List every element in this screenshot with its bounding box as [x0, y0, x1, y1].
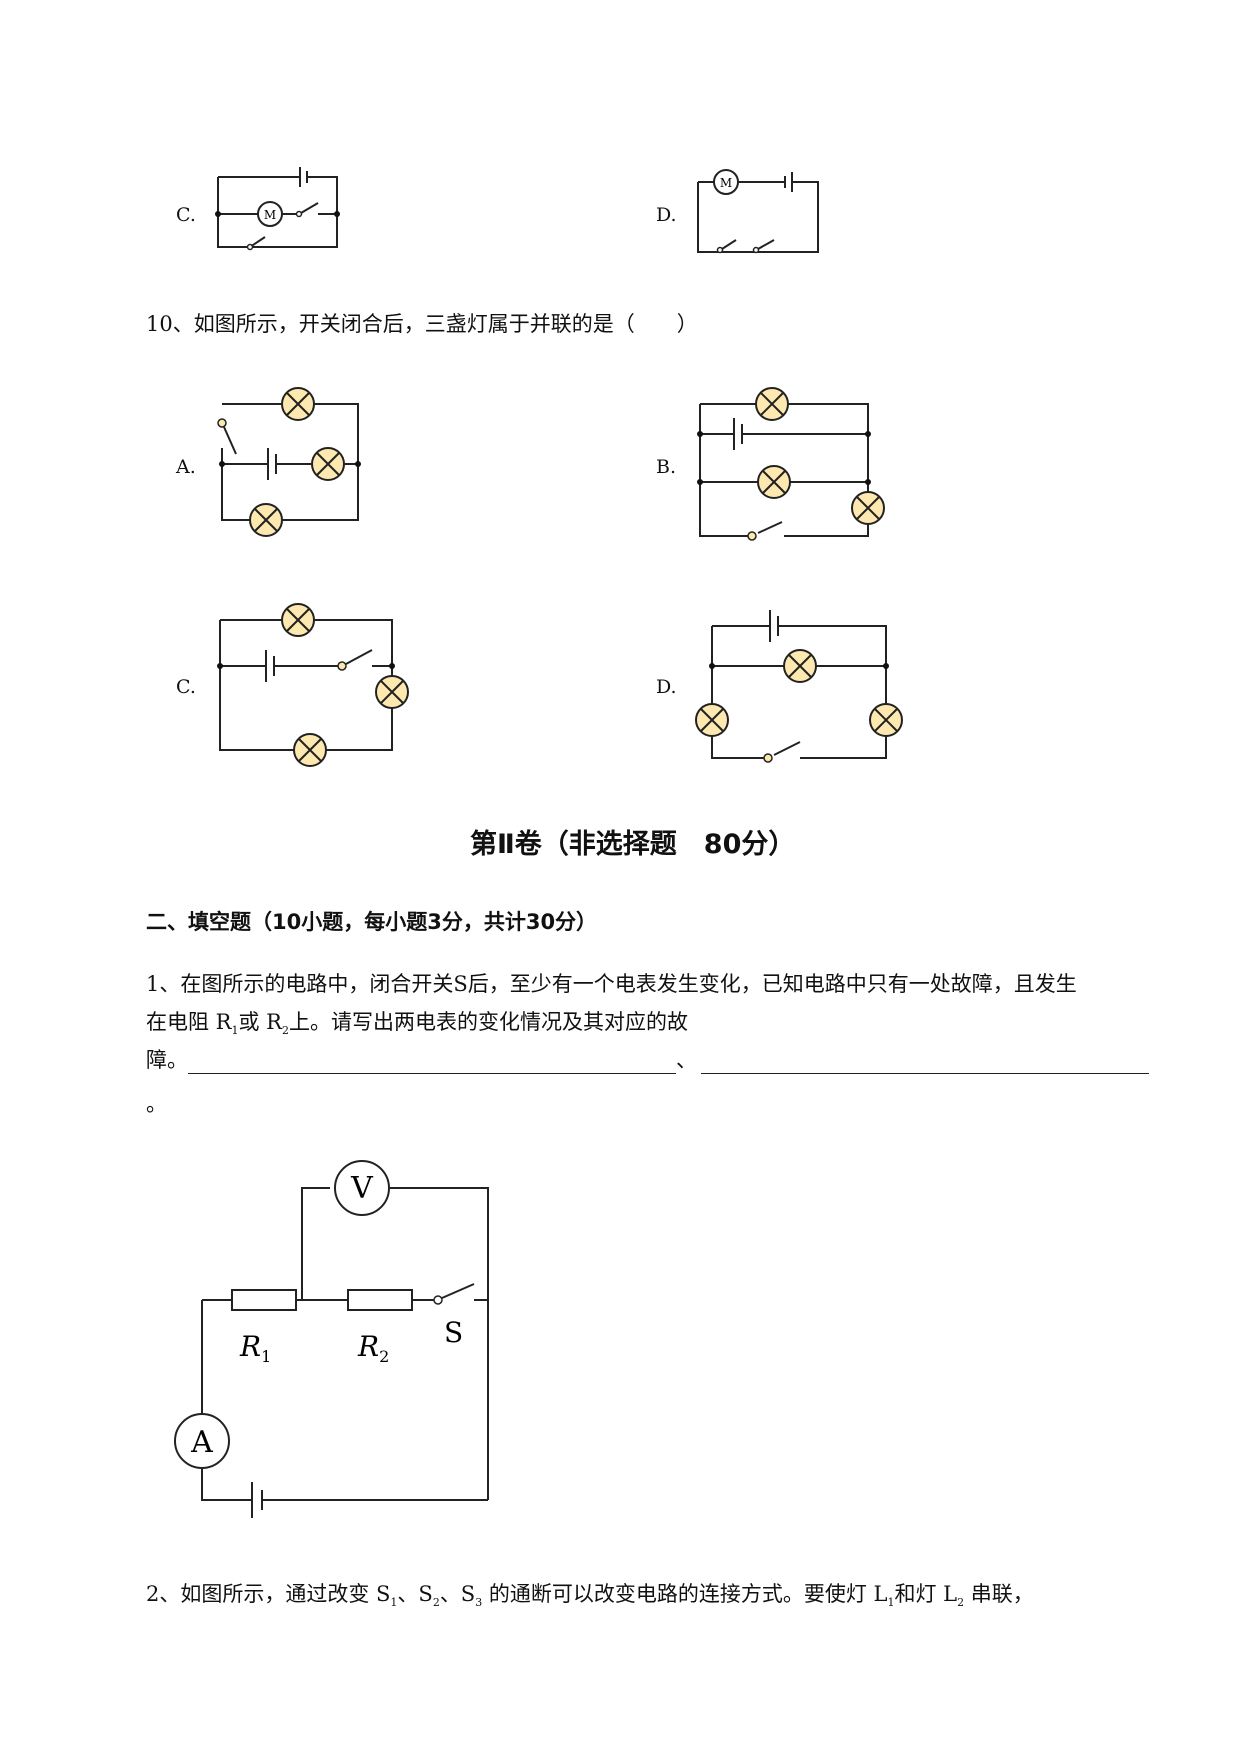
bulb-icon [783, 649, 817, 683]
r1-label: R1 [239, 1330, 271, 1366]
r2-label: R2 [357, 1330, 389, 1366]
q10-option-b-label: B. [656, 456, 677, 478]
part-heading: 二、填空题（10小题，每小题3分，共计30分） [146, 910, 598, 934]
fill1-line1: 1、在图所示的电路中，闭合开关S后，至少有一个电表发生变化，已知电路中只有一处故… [146, 972, 1077, 996]
q9-motor-label-d: M [720, 176, 732, 190]
bulb-icon [293, 733, 327, 767]
ammeter-label: A [190, 1425, 213, 1460]
q9-motor-label-c: M [264, 208, 276, 222]
switch-label: S [444, 1316, 463, 1349]
q9-option-c-label: C. [176, 204, 196, 226]
fill2-line1: 2、如图所示，通过改变 S1、S2、S3 的通断可以改变电路的连接方式。要使灯 … [146, 1582, 1034, 1610]
bulb-icon [281, 387, 315, 421]
fill1-line3: 障。、 [146, 1046, 1149, 1074]
bulb-icon [755, 387, 789, 421]
answer-blank-1[interactable] [188, 1051, 676, 1074]
q10-circuit-d [695, 610, 903, 763]
bulb-icon [249, 503, 283, 537]
q10-option-a-label: A. [176, 456, 196, 478]
q10-circuit-a [217, 387, 361, 537]
answer-blank-2[interactable] [701, 1051, 1149, 1074]
q9-circuit-d: M [697, 169, 819, 254]
q10-stem: 10、如图所示，开关闭合后，三盏灯属于并联的是（ ） [146, 312, 698, 336]
q9-option-d-label: D. [656, 204, 677, 226]
bulb-icon [757, 465, 791, 499]
bulb-icon [695, 703, 729, 737]
fill1-line4: 。 [146, 1092, 167, 1116]
fill1-circuit: V A R1 R2 S [174, 1160, 489, 1518]
bulb-icon [375, 675, 409, 709]
voltmeter-label: V [350, 1171, 374, 1206]
bulb-icon [311, 447, 345, 481]
q10-circuit-c [217, 603, 409, 767]
bulb-icon [869, 703, 903, 737]
section-title: 第Ⅱ卷（非选择题 80分） [470, 829, 796, 860]
bulb-icon [281, 603, 315, 637]
fill1-line2: 在电阻 R1或 R2上。请写出两电表的变化情况及其对应的故 [146, 1010, 688, 1038]
q10-option-c-label: C. [176, 676, 196, 698]
q10-option-d-label: D. [656, 676, 677, 698]
q9-circuit-c: M [215, 167, 340, 251]
bulb-icon [851, 491, 885, 525]
q10-circuit-b [697, 387, 885, 541]
